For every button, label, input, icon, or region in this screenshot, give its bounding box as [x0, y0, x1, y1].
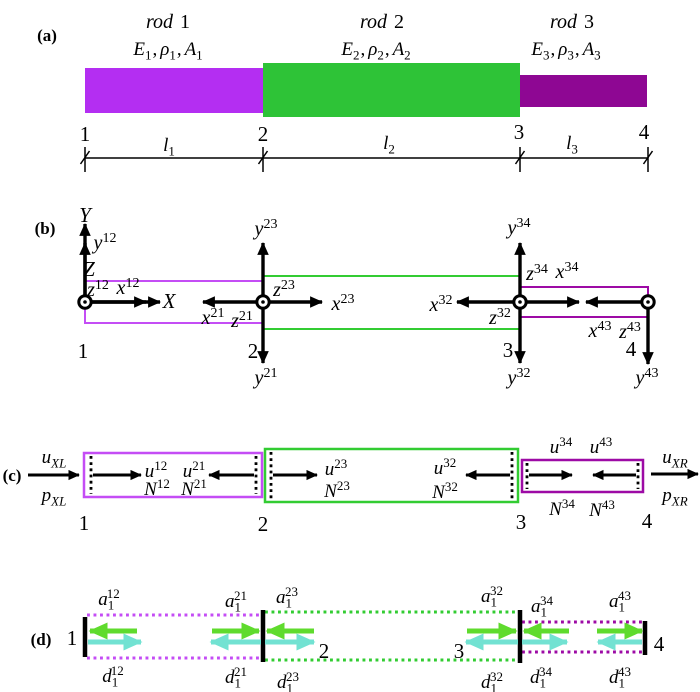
- origin-node4: [640, 294, 656, 310]
- node2-label: 2: [258, 512, 269, 536]
- label-d21: d121: [225, 664, 247, 690]
- length2-label: l2: [383, 133, 395, 157]
- node4-label: 4: [654, 632, 665, 656]
- label-X: X: [162, 289, 177, 313]
- node4-label: 4: [639, 120, 650, 144]
- length1-label: l1: [163, 135, 175, 159]
- label-y34: y34: [506, 216, 531, 239]
- label-pXR: pXR: [660, 485, 687, 509]
- label-z32: z32: [488, 306, 511, 329]
- label-Z: Z: [83, 257, 95, 281]
- label-z21: z21: [230, 309, 253, 332]
- label-x34: x34: [555, 260, 579, 283]
- label-a21: a121: [225, 588, 247, 614]
- label-d32: d132: [481, 669, 503, 692]
- label-y21: y21: [253, 366, 278, 389]
- label-N21: N21: [180, 476, 207, 500]
- label-pXL: pXL: [40, 485, 67, 509]
- label-d43: d143: [609, 664, 631, 690]
- label-a12: a112: [98, 586, 120, 612]
- label-z43: z43: [618, 320, 641, 343]
- label-z12: z12: [86, 278, 109, 301]
- label-uXL: uXL: [42, 447, 67, 471]
- label-a43: a143: [609, 588, 631, 614]
- label-u23: u23: [325, 456, 348, 480]
- label-x43: x43: [588, 319, 612, 342]
- origin-node2: [255, 294, 271, 310]
- label-u21: u21: [183, 458, 206, 482]
- node3-label: 3: [503, 338, 514, 362]
- node1-label: 1: [67, 626, 78, 650]
- label-z34: z34: [525, 262, 548, 285]
- origin-node3: [512, 294, 528, 310]
- dim-slash-3: [514, 150, 526, 165]
- label-u32: u32: [434, 455, 457, 479]
- label-u43: u43: [590, 434, 613, 458]
- panel-c-tag: (c): [3, 466, 22, 485]
- dim-slash-1: [79, 150, 91, 165]
- rod3-properties: E3,ρ3,A3: [530, 39, 600, 63]
- rod1-bar: [85, 68, 263, 113]
- label-uXR: uXR: [662, 447, 687, 471]
- rod2-outline: [263, 447, 520, 504]
- panel-d-tag: (d): [31, 630, 52, 649]
- label-u34: u34: [550, 434, 573, 458]
- label-N43: N43: [588, 497, 615, 521]
- dim-slash-4: [642, 150, 654, 165]
- node1-label: 1: [78, 339, 89, 363]
- label-x32: x32: [429, 293, 453, 316]
- label-y32: y32: [506, 366, 531, 389]
- origin-node1: [77, 294, 93, 310]
- label-z23: z23: [272, 278, 295, 301]
- label-a34: a134: [531, 593, 554, 619]
- node1-label: 1: [80, 122, 91, 146]
- label-Y: Y: [79, 203, 93, 227]
- rod3-outline: [520, 458, 645, 494]
- node1-label: 1: [79, 511, 90, 535]
- node4-label: 4: [626, 337, 637, 361]
- dim-slash-2: [257, 150, 269, 165]
- node2-label: 2: [248, 339, 259, 363]
- node2-label: 2: [319, 639, 330, 663]
- panel-d: (d) a112 d112 a121 d121 a123 d123 a132 d132 a134 d…: [31, 583, 665, 692]
- rod2-properties: E2,ρ2,A2: [340, 39, 410, 63]
- rod3-bar: [520, 75, 647, 107]
- rod2-bar: [263, 63, 520, 117]
- rod1-properties: E1,ρ1,A1: [132, 39, 202, 63]
- panel-b-tag: (b): [35, 219, 56, 238]
- label-x23: x23: [331, 292, 355, 315]
- length3-label: l3: [566, 133, 578, 157]
- rod1-outline: [82, 451, 264, 499]
- panel-a-tag: (a): [37, 26, 57, 45]
- label-d23: d123: [277, 669, 299, 692]
- label-x12: x12: [116, 276, 140, 299]
- label-d34: d134: [530, 664, 553, 690]
- label-y23: y23: [253, 217, 278, 240]
- label-N32: N32: [431, 479, 458, 503]
- label-a23: a123: [276, 584, 298, 610]
- label-N23: N23: [323, 478, 350, 502]
- node3-label: 3: [516, 510, 527, 534]
- label-N34: N34: [548, 496, 575, 520]
- label-y12: y12: [92, 231, 117, 254]
- node3-label: 3: [514, 120, 525, 144]
- label-a32: a132: [481, 583, 503, 609]
- node3-label: 3: [454, 639, 465, 663]
- label-u12: u12: [145, 458, 168, 482]
- label-d12: d112: [102, 663, 124, 689]
- label-N12: N12: [143, 476, 170, 500]
- node4-label: 4: [642, 509, 653, 533]
- label-x21: x21: [201, 306, 225, 329]
- label-y43: y43: [634, 366, 659, 389]
- node2-label: 2: [258, 122, 269, 146]
